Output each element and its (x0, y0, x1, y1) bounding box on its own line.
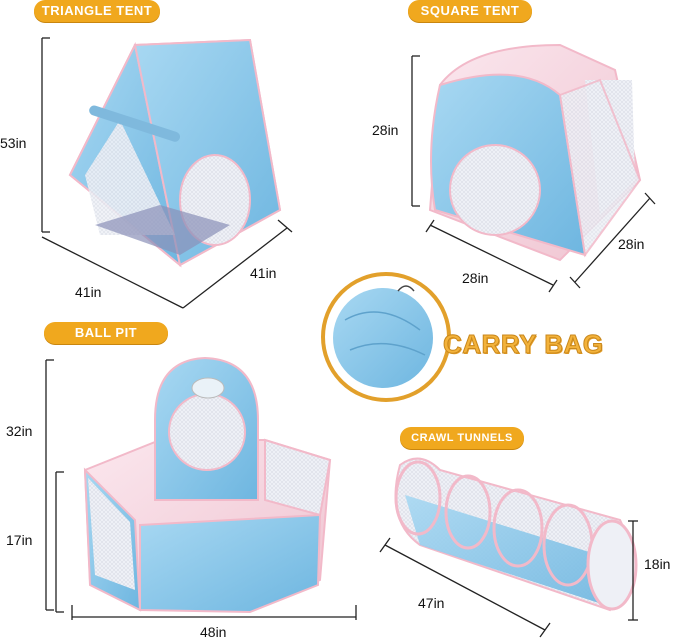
square-tent-label: SQUARE TENT (408, 0, 532, 22)
ball-pit-label: BALL PIT (44, 322, 168, 344)
ball-pit-side-label: 17in (6, 532, 33, 548)
square-height-label: 28in (372, 122, 399, 138)
ball-pit-width-label: 48in (200, 624, 227, 640)
triangle-tent (68, 38, 282, 268)
triangle-width-label: 41in (75, 284, 102, 300)
triangle-depth-label: 41in (250, 265, 277, 281)
ball-pit (83, 356, 332, 614)
carry-bag-label: CARRY BAG (443, 329, 604, 360)
triangle-height-label: 53in (0, 135, 27, 151)
triangle-tent-label: TRIANGLE TENT (34, 0, 160, 22)
square-depth-label: 28in (618, 236, 645, 252)
ball-pit-height-label: 32in (6, 423, 33, 439)
crawl-tunnel (394, 457, 638, 612)
tunnel-diameter-label: 18in (644, 556, 671, 572)
square-width-label: 28in (462, 270, 489, 286)
crawl-tunnels-label: CRAWL TUNNELS (400, 427, 524, 449)
tunnel-length-label: 47in (418, 595, 445, 611)
carry-bag (321, 272, 451, 402)
square-tent (428, 43, 642, 262)
